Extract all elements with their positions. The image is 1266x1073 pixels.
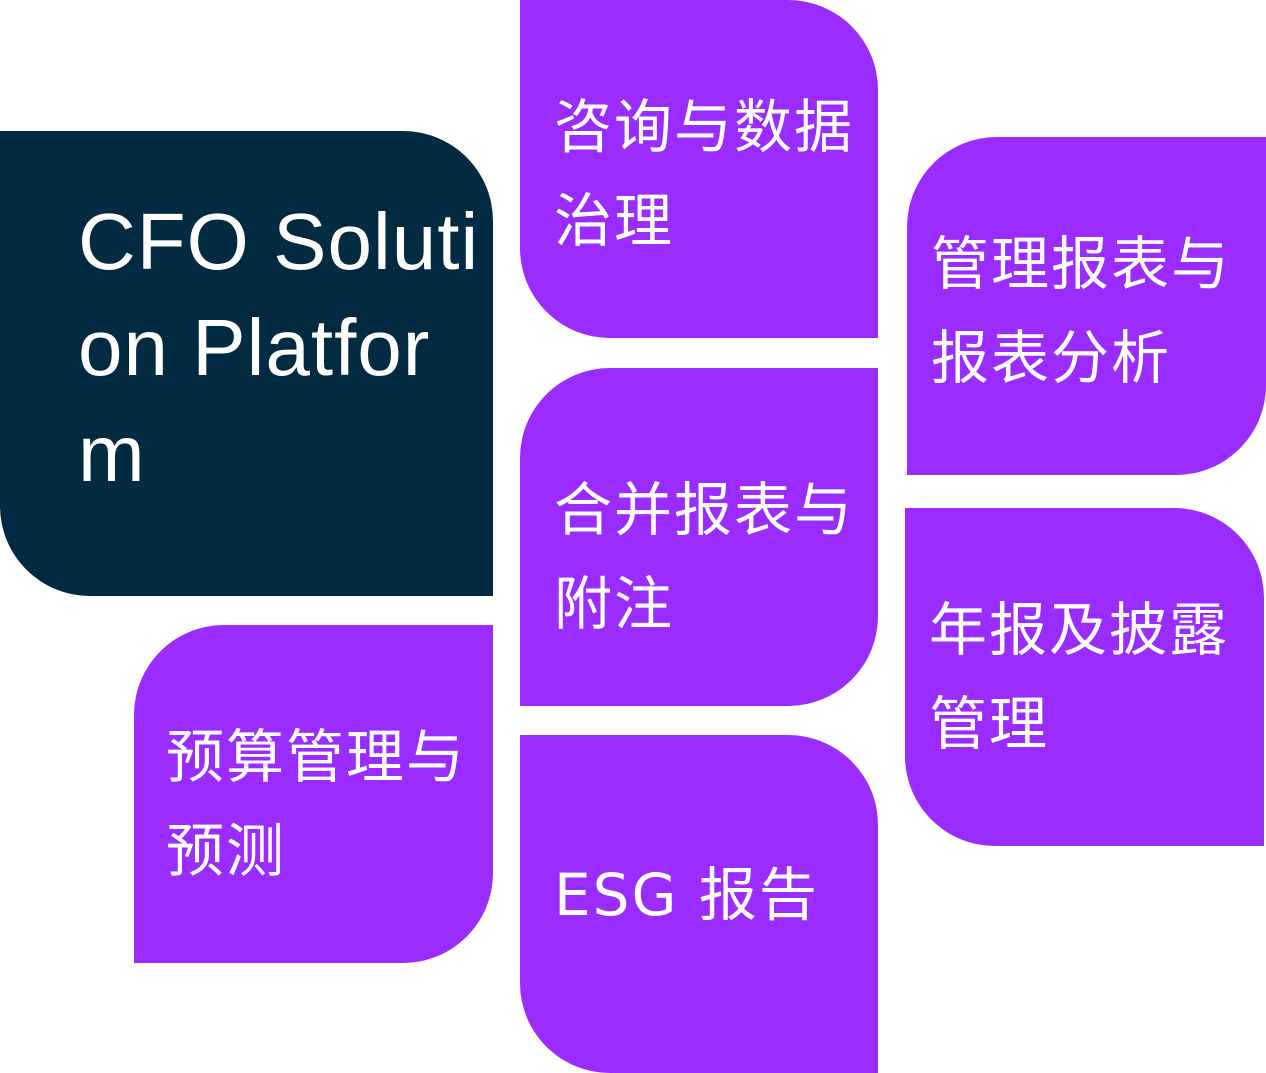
- esg-report-tile: ESG 报告: [520, 735, 878, 1073]
- management-reporting-label: 管理报表与报表分析: [931, 230, 1232, 392]
- annual-report-disclosure-label: 年报及披露管理: [929, 596, 1230, 758]
- annual-report-disclosure-tile: 年报及披露管理: [905, 508, 1264, 846]
- cfo-platform-tile: CFO Solution Platform: [0, 131, 493, 596]
- cfo-platform-title: CFO Solution Platform: [78, 197, 480, 498]
- management-reporting-tile: 管理报表与报表分析: [907, 137, 1266, 475]
- consolidation-notes-tile: 合并报表与附注: [520, 368, 878, 706]
- budget-forecast-tile: 预算管理与预测: [134, 625, 493, 963]
- consolidation-notes-label: 合并报表与附注: [554, 476, 855, 638]
- consulting-data-governance-label: 咨询与数据治理: [554, 93, 855, 255]
- consulting-data-governance-tile: 咨询与数据治理: [520, 0, 878, 338]
- budget-forecast-label: 预算管理与预测: [166, 723, 467, 885]
- esg-report-label: ESG 报告: [554, 861, 819, 929]
